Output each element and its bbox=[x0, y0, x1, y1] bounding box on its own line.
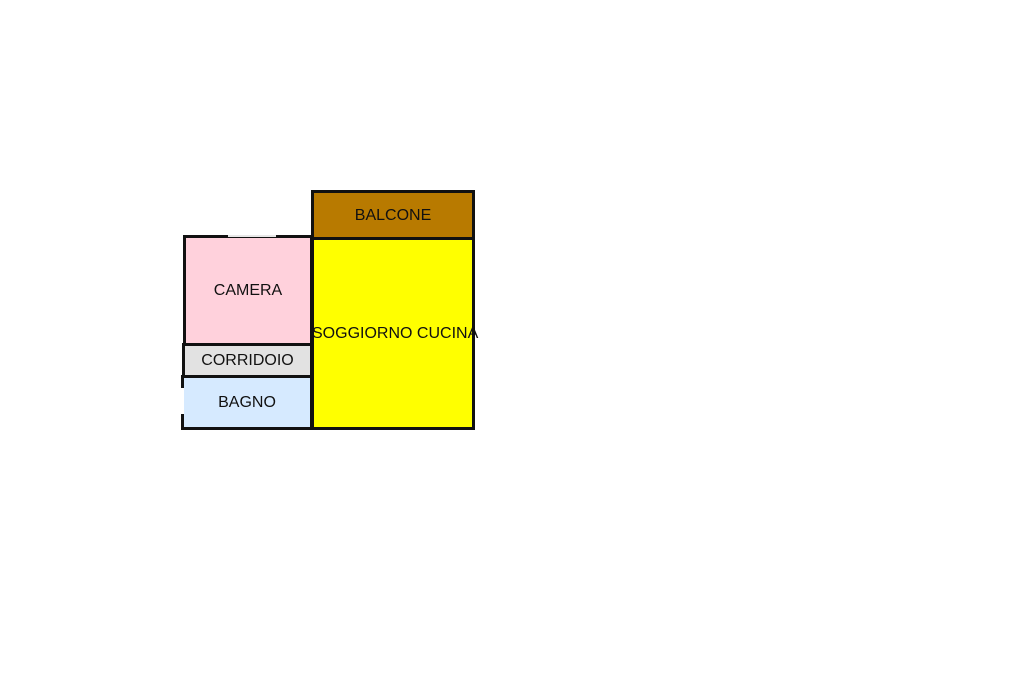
room-label-corridoio: CORRIDOIO bbox=[201, 352, 294, 369]
room-label-soggiorno-cucina: SOGGIORNO CUCINA bbox=[312, 324, 479, 342]
room-bagno: BAGNO bbox=[181, 375, 313, 430]
room-camera: CAMERA bbox=[183, 235, 313, 347]
room-soggiorno-cucina: SOGGIORNO CUCINA bbox=[311, 237, 478, 430]
room-label-camera: CAMERA bbox=[213, 282, 283, 299]
bagno-door-gap bbox=[181, 388, 184, 414]
room-balcone: BALCONE bbox=[311, 190, 475, 242]
room-corridoio: CORRIDOIO bbox=[182, 343, 313, 379]
camera-window-mark bbox=[228, 235, 276, 237]
room-label-balcone: BALCONE bbox=[354, 207, 432, 224]
room-label-bagno: BAGNO bbox=[218, 393, 276, 411]
